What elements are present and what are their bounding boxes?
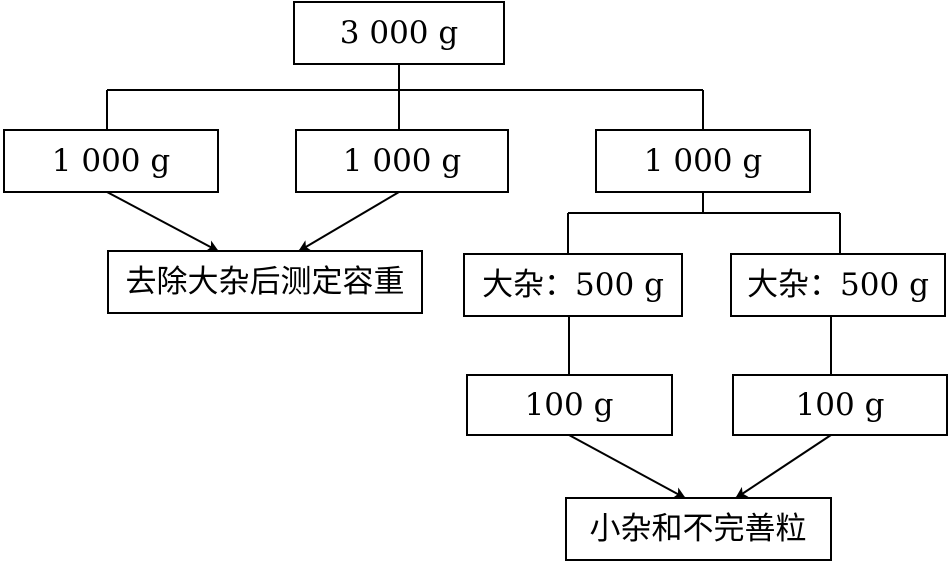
arrow-sub-right-to-small-impurity: [735, 434, 832, 499]
node-sub-right-box: [732, 374, 948, 436]
node-part-left-label: 1 000 g: [52, 143, 170, 179]
arrow-sub-left-to-small-impurity: [568, 434, 686, 499]
node-root-label: 3 000 g: [340, 15, 458, 51]
node-part-middle-box: [295, 129, 509, 193]
node-large-impurity-right-box: [730, 253, 946, 317]
node-bulk-density-box: [107, 250, 423, 314]
node-part-left-box: [3, 129, 219, 193]
node-part-right-box: [595, 129, 811, 193]
node-large-impurity-left-label: 大杂：500 g: [482, 267, 664, 303]
node-sub-left-box: [466, 374, 673, 436]
node-bulk-density: 去除大杂后测定容重: [107, 250, 423, 314]
node-large-impurity-left: 大杂：500 g: [463, 253, 683, 317]
node-part-middle-label: 1 000 g: [343, 143, 461, 179]
node-sub-right-label: 100 g: [796, 387, 885, 423]
node-small-impurity-box: [565, 497, 832, 561]
node-part-right: 1 000 g: [595, 129, 811, 193]
node-root-box: [293, 1, 505, 65]
node-sub-left: 100 g: [466, 374, 673, 436]
node-sub-left-label: 100 g: [525, 387, 614, 423]
node-sub-right: 100 g: [732, 374, 948, 436]
node-part-right-label: 1 000 g: [644, 143, 762, 179]
node-bulk-density-label: 去除大杂后测定容重: [126, 264, 405, 300]
node-small-impurity: 小杂和不完善粒: [565, 497, 832, 561]
connectors: [106, 64, 841, 499]
node-large-impurity-right-label: 大杂：500 g: [747, 267, 929, 303]
arrow-part-middle-to-bulk-density: [298, 191, 400, 252]
node-part-middle: 1 000 g: [295, 129, 509, 193]
node-small-impurity-label: 小杂和不完善粒: [590, 511, 807, 547]
node-part-left: 1 000 g: [3, 129, 219, 193]
arrow-part-left-to-bulk-density: [106, 191, 219, 252]
node-root: 3 000 g: [293, 1, 505, 65]
node-large-impurity-left-box: [463, 253, 683, 317]
node-large-impurity-right: 大杂：500 g: [730, 253, 946, 317]
